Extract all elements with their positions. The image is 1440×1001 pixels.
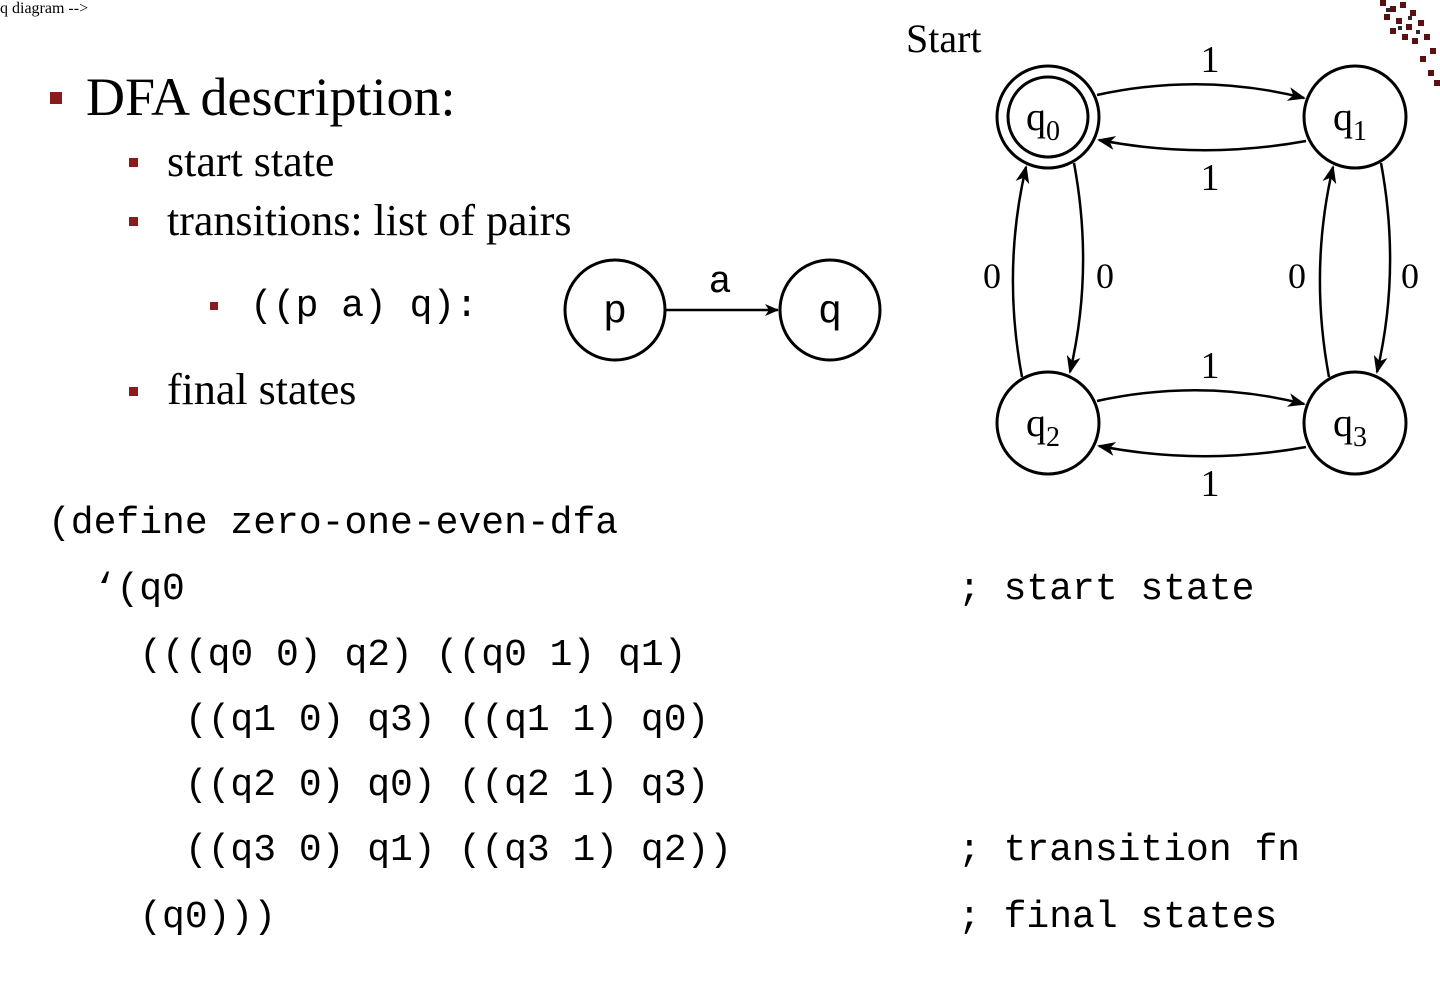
code-line-2: ‘(q0 [48, 568, 185, 611]
edge-q3-q2 [1097, 442, 1307, 458]
code-line-5: ((q2 0) q0) ((q2 1) q3) [48, 764, 710, 807]
svg-text:q2: q2 [1026, 400, 1060, 453]
state-p-label: p [603, 290, 627, 335]
svg-text:q0: q0 [1026, 94, 1060, 147]
code-line-4: ((q1 0) q3) ((q1 1) q0) [48, 699, 710, 742]
bullet-start-state: start state [167, 137, 335, 186]
start-label: Start [906, 16, 982, 61]
edge-label-q1-q3: 0 [1401, 256, 1419, 296]
transition-label-a: a [709, 261, 732, 304]
edge-q1-q0 [1097, 136, 1307, 152]
comment-final-states: ; final states [958, 896, 1278, 939]
state-p-circle [563, 258, 667, 362]
bullet-marker [129, 387, 138, 396]
svg-text:q1: q1 [1333, 94, 1367, 147]
bullet-transitions: transitions: list of pairs [167, 196, 572, 245]
code-line-6: ((q3 0) q1) ((q3 1) q2)) [48, 829, 733, 872]
transition-example-diagram: p a q [563, 258, 882, 362]
code-line-3: (((q0 0) q2) ((q0 1) q1) [48, 634, 687, 677]
bullet-final-states: final states [167, 365, 357, 414]
comment-transition-fn: ; transition fn [958, 829, 1301, 872]
bullet-marker [210, 302, 218, 310]
bullet-pair-example: ((p a) q): [250, 285, 479, 328]
svg-text:q3: q3 [1333, 400, 1367, 453]
state-q-label: q [818, 290, 842, 335]
state-q0: q0 [995, 64, 1101, 170]
edge-label-q3-q1: 0 [1288, 256, 1306, 296]
code-line-7: (q0))) [48, 896, 277, 939]
edge-label-q2-q0: 0 [983, 256, 1001, 296]
edge-q0-q1 [1096, 82, 1306, 101]
bullet-marker [50, 92, 62, 104]
logo-fragment-icon [1380, 0, 1440, 86]
edge-q2-q3 [1096, 388, 1306, 407]
state-q2: q2 [995, 370, 1101, 476]
edge-label-q0-q1: 1 [1201, 39, 1220, 81]
state-q3: q3 [1302, 370, 1408, 476]
heading-dfa-description: DFA description: [86, 67, 456, 127]
edge-q3-q1 [1318, 165, 1337, 378]
bullet-marker [129, 158, 138, 167]
edge-q0-q2 [1066, 162, 1085, 374]
code-line-1: (define zero-one-even-dfa [48, 502, 619, 545]
state-q-circle [778, 258, 882, 362]
edge-q2-q0 [1011, 165, 1030, 378]
edge-q1-q3 [1373, 162, 1392, 374]
edge-label-q2-q3: 1 [1201, 345, 1220, 387]
edge-label-q0-q2: 0 [1096, 256, 1114, 296]
edge-label-q1-q0: 1 [1201, 157, 1220, 199]
dfa-state-diagram: Start q0 q1 q2 q3 1 1 1 1 0 0 0 0 [906, 16, 1419, 505]
state-q1: q1 [1302, 64, 1408, 170]
bullet-marker [129, 217, 138, 226]
comment-start-state: ; start state [958, 568, 1255, 611]
edge-label-q3-q2: 1 [1201, 463, 1220, 505]
